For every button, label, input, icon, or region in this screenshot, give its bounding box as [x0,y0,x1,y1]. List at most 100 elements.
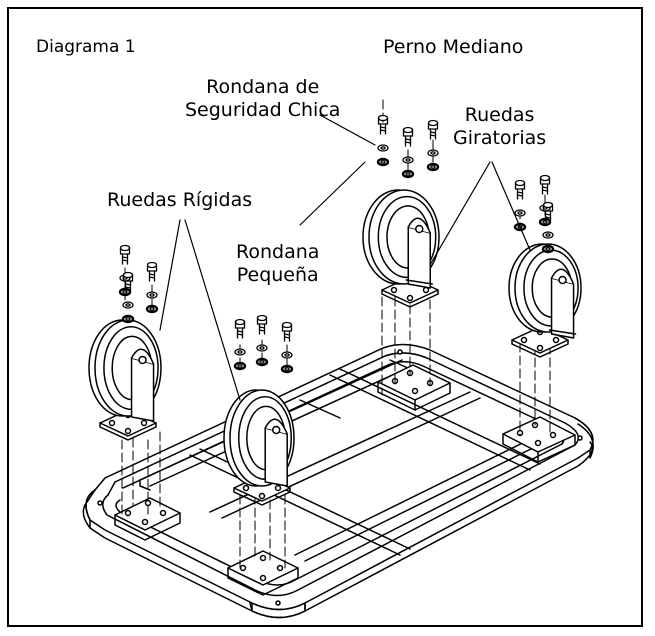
bolt-thread [544,210,552,222]
washer-hole [284,367,290,371]
washer-ring [281,351,293,359]
medium-bolt [427,119,439,140]
medium-bolt [146,261,158,282]
rigid-caster-front [223,389,295,506]
bolt-thread [124,280,132,292]
bolt-head [256,317,268,325]
rigid-caster-left [88,319,162,441]
bolt-head-top [539,174,551,182]
plate-hole [108,419,116,427]
bolt-head [539,177,551,185]
caster-plate-edge [511,339,569,358]
axle-nut [138,355,147,365]
washer-ring [426,162,440,172]
plate-hole [140,419,148,427]
small-lock-washer [281,351,293,359]
small-lock-washer [146,291,158,299]
washer-hole [149,293,155,297]
washer-hole [125,317,131,321]
washer-hole [430,165,436,169]
bolt-head [146,264,158,272]
small-lock-washer [402,156,414,164]
wheel-rim [377,195,437,279]
bolt-thread [148,270,156,282]
small-lock-washer [427,149,439,157]
medium-bolt [256,314,268,335]
caster-plate-edge [233,487,291,506]
plate-hole [274,484,282,492]
small-lock-washer-label: Rondana de Seguridad Chica [185,76,340,122]
small-washer [145,304,159,314]
small-lock-washer [234,348,246,356]
bolt-thread [121,253,129,265]
washer-ring [542,231,554,239]
plate-hole [258,492,266,500]
bolt-head-top [542,201,554,209]
caster-fork [407,226,431,289]
bolt-head-top [122,271,134,279]
washer-hole [545,247,551,251]
bolt-head-top [514,179,526,187]
small-washer-label-line2: Pequeña [236,264,319,286]
bolt-head-top [427,119,439,127]
small-washer [376,157,390,167]
washer-ring [233,361,247,371]
caster-fork [130,357,155,422]
washer-ring [255,357,269,367]
medium-bolt [402,126,414,147]
washer-hole [380,146,386,150]
washer-hole [259,360,265,364]
bolt-head [402,129,414,137]
plate-hole [124,427,132,435]
small-washer [121,314,135,324]
plate-hole [390,286,398,294]
washer-hole [517,211,523,215]
small-washer [233,361,247,371]
bolt-head-top [119,244,131,252]
washer-hole [405,172,411,176]
small-lock-washer [377,144,389,152]
medium-bolt [377,114,389,135]
small-lock-washer [122,301,134,309]
small-lock-washer [542,231,554,239]
medium-bolt [542,201,554,222]
plate-hole [242,484,250,492]
swivel-caster-right [508,243,582,358]
bolt-thread [541,183,549,195]
swivel-wheels-label: Ruedas Giratorias [453,104,546,150]
bolt-head-top [377,114,389,122]
caster-fork [264,427,288,487]
rigid-wheels-label: Ruedas Rígidas [107,189,253,211]
small-washer [401,169,415,179]
washer-ring [514,209,526,217]
bolt-head [119,247,131,255]
washer-hole [545,233,551,237]
bolt-head [377,117,389,125]
plate-hole [406,294,414,302]
small-washer [426,162,440,172]
medium-bolt [514,179,526,200]
axle-nut [558,275,567,285]
swivel-bearing [548,329,577,335]
plate-hole [552,336,560,344]
washer-hole [405,158,411,162]
bolt-head-top [402,126,414,134]
caster-fork [550,277,575,339]
washer-ring [376,157,390,167]
bolt-head [542,204,554,212]
bolt-head [427,122,439,130]
washer-ring [122,301,134,309]
small-washer [541,244,555,254]
axle-nut [271,425,281,435]
bolt-head-top [256,314,268,322]
leader-lines [159,114,531,401]
washer-ring [377,144,389,152]
washer-ring [427,149,439,157]
washer-hole [380,160,386,164]
washer-hole [125,303,131,307]
bolt-thread [404,135,412,147]
washer-ring [541,244,555,254]
washer-ring [256,344,268,352]
axle-nut [415,224,424,234]
